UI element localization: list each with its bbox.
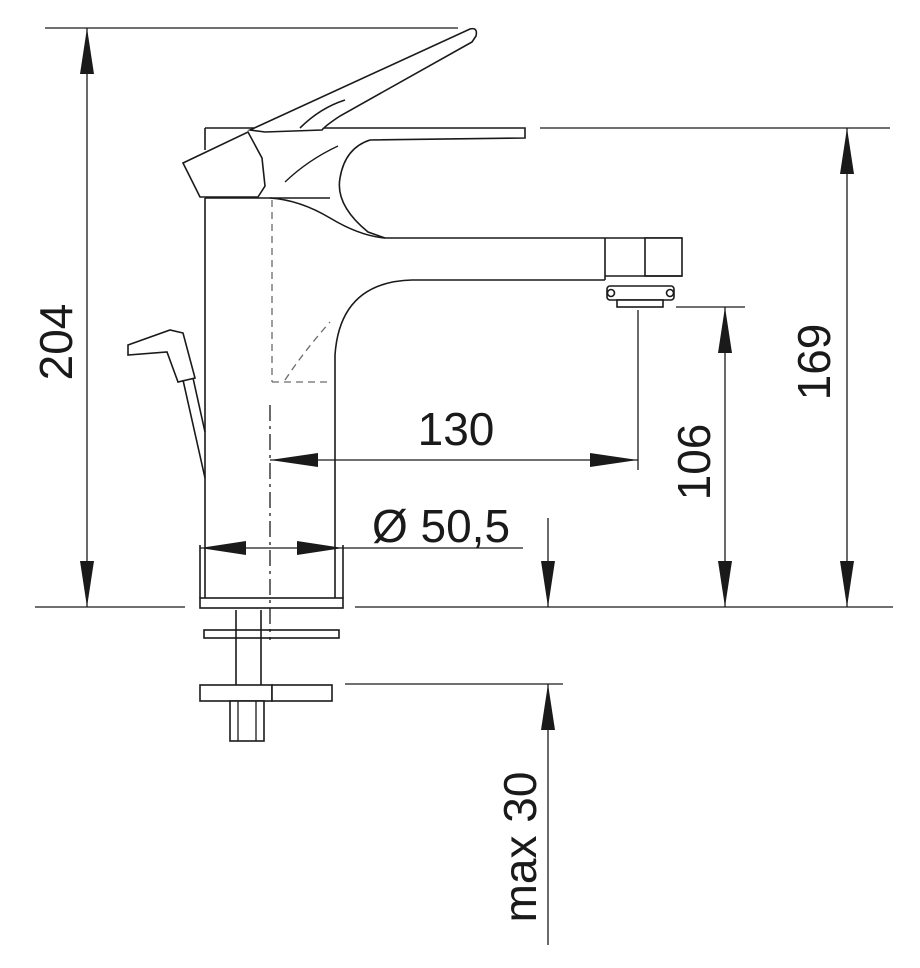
dim-diameter-arrow-left xyxy=(200,541,246,555)
mounting-plate xyxy=(199,684,273,702)
dim-169-arrow-top xyxy=(840,128,854,174)
lever-arm xyxy=(247,27,478,133)
popup-rod-line-a xyxy=(182,379,206,479)
lever-handle xyxy=(181,27,478,198)
dim-130-arrow-left xyxy=(270,453,318,467)
dim-max30-label: max 30 xyxy=(494,772,546,923)
hidden-line-diagonal xyxy=(284,321,331,381)
popup-rod-line-b xyxy=(192,377,206,433)
dim-106-label: 106 xyxy=(668,424,720,501)
mounting-washer xyxy=(203,629,340,639)
dimension-204: 204 xyxy=(30,28,94,607)
mounting-hardware xyxy=(199,545,344,742)
dim-169-arrow-bottom xyxy=(840,561,854,607)
dim-130-label: 130 xyxy=(418,403,495,455)
dim-204-arrow-bottom xyxy=(80,561,94,607)
dim-106-arrow-bottom xyxy=(718,561,732,607)
dim-204-label: 204 xyxy=(30,304,82,381)
lever-arm-crease xyxy=(299,99,346,129)
dimension-max-30: max 30 xyxy=(494,518,555,945)
dim-169-label: 169 xyxy=(788,324,840,401)
dimension-169: 169 xyxy=(788,128,854,607)
popup-rod xyxy=(127,329,206,479)
dim-diameter-label: Ø 50,5 xyxy=(372,500,510,552)
dimension-106: 106 xyxy=(668,307,732,607)
aerator-bolt-left xyxy=(606,288,616,298)
dim-106-arrow-top xyxy=(718,307,732,353)
aerator-bolt-right xyxy=(665,288,675,298)
dimension-130: 130 xyxy=(270,403,638,467)
dim-max30-arrow-bottom xyxy=(541,684,555,730)
spout-underside-curve xyxy=(334,279,605,356)
dimension-diameter: Ø 50,5 xyxy=(200,500,510,555)
handle-shadow-line xyxy=(284,145,339,183)
spout xyxy=(385,237,683,308)
mounting-nut xyxy=(229,700,265,742)
dim-204-arrow-top xyxy=(80,28,94,74)
base-flange xyxy=(199,597,344,609)
spout-topside-curve xyxy=(269,197,386,239)
dim-diameter-arrow-right xyxy=(297,541,343,555)
hidden-cartridge xyxy=(271,200,331,383)
mounting-plate-wing xyxy=(271,684,333,702)
aerator-nozzle xyxy=(616,299,664,308)
dim-130-arrow-right xyxy=(590,453,638,467)
spout-tip xyxy=(644,237,683,277)
extension-lines xyxy=(35,27,893,685)
faucet-body xyxy=(204,127,605,598)
dim-max30-arrow-top xyxy=(541,561,555,607)
aerator xyxy=(606,285,675,301)
body-top-cap xyxy=(205,127,526,239)
handle-block xyxy=(181,130,266,198)
popup-knob xyxy=(127,329,196,383)
